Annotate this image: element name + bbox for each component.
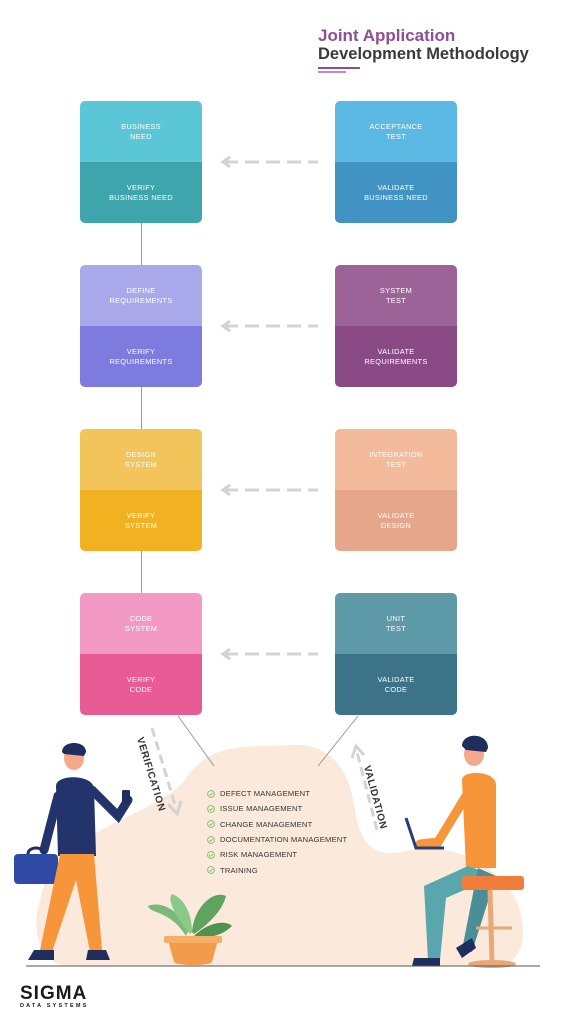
- card-integration-test: INTEGRATION TEST VALIDATE DESIGN: [335, 429, 457, 551]
- checklist-item-label: RISK MANAGEMENT: [220, 850, 298, 860]
- checklist: DEFECT MANAGEMENT ISSUE MANAGEMENT CHANG…: [207, 786, 347, 878]
- checklist-item-label: DEFECT MANAGEMENT: [220, 789, 311, 799]
- title-underline-accent: [318, 71, 346, 73]
- connector-line: [141, 223, 142, 265]
- check-circle-icon: [207, 820, 215, 829]
- checklist-item-label: TRAINING: [220, 865, 258, 875]
- checklist-item-label: DOCUMENTATION MANAGEMENT: [220, 835, 348, 845]
- card-top-label: SYSTEM TEST: [335, 265, 457, 326]
- card-top-label: BUSINESS NEED: [80, 101, 202, 162]
- card-bottom-label: VALIDATE REQUIREMENTS: [335, 326, 457, 387]
- card-bottom-label: VERIFY SYSTEM: [80, 490, 202, 551]
- card-system-test: SYSTEM TEST VALIDATE REQUIREMENTS: [335, 265, 457, 387]
- validation-arrow-head-icon: [350, 743, 366, 759]
- card-bottom-label: VALIDATE CODE: [335, 654, 457, 715]
- check-circle-icon: [207, 866, 215, 874]
- connector-line: [177, 715, 215, 767]
- dashed-arrow-left-icon: [220, 320, 318, 332]
- title-line-1: Joint Application: [318, 26, 456, 45]
- checklist-item-label: CHANGE MANAGEMENT: [220, 819, 313, 829]
- checklist-item: TRAINING: [207, 862, 347, 877]
- check-circle-icon: [207, 850, 215, 859]
- connector-line: [141, 387, 142, 429]
- connector-line: [141, 551, 142, 593]
- checklist-item: ISSUE MANAGEMENT: [207, 801, 347, 816]
- card-top-label: CODE SYSTEM: [80, 593, 202, 654]
- checklist-item-label: ISSUE MANAGEMENT: [220, 804, 303, 814]
- title-line-2: Development Methodology: [318, 45, 529, 63]
- card-top-label: UNIT TEST: [335, 593, 457, 654]
- card-bottom-label: VALIDATE BUSINESS NEED: [335, 162, 457, 223]
- card-top-label: DEFINE REQUIREMENTS: [80, 265, 202, 326]
- card-define-requirements: DEFINE REQUIREMENTS VERIFY REQUIREMENTS: [80, 265, 202, 387]
- sigma-logo-subtitle: DATA SYSTEMS: [20, 1003, 89, 1009]
- card-top-label: ACCEPTANCE TEST: [335, 101, 457, 162]
- card-top-label: INTEGRATION TEST: [335, 429, 457, 490]
- check-circle-icon: [207, 789, 215, 798]
- checklist-item: RISK MANAGEMENT: [207, 847, 347, 862]
- potted-plant: [148, 894, 232, 965]
- check-circle-icon: [207, 835, 215, 844]
- checklist-item: DOCUMENTATION MANAGEMENT: [207, 832, 347, 847]
- card-unit-test: UNIT TEST VALIDATE CODE: [335, 593, 457, 715]
- dashed-arrow-left-icon: [220, 484, 318, 496]
- card-top-label: DESIGN SYSTEM: [80, 429, 202, 490]
- checklist-item: DEFECT MANAGEMENT: [207, 786, 347, 801]
- verification-arrow-head-icon: [166, 800, 183, 817]
- man-with-laptop: [404, 735, 524, 968]
- man-with-briefcase: [14, 743, 133, 960]
- card-bottom-label: VALIDATE DESIGN: [335, 490, 457, 551]
- checklist-item: CHANGE MANAGEMENT: [207, 817, 347, 832]
- card-bottom-label: VERIFY CODE: [80, 654, 202, 715]
- check-circle-icon: [207, 805, 215, 813]
- dashed-arrow-left-icon: [220, 648, 318, 660]
- title-underline: [318, 67, 360, 69]
- card-code-system: CODE SYSTEM VERIFY CODE: [80, 593, 202, 715]
- connector-line: [317, 715, 359, 767]
- card-acceptance-test: ACCEPTANCE TEST VALIDATE BUSINESS NEED: [335, 101, 457, 223]
- sigma-logo: SIGMA: [20, 983, 88, 1004]
- card-bottom-label: VERIFY BUSINESS NEED: [80, 162, 202, 223]
- dashed-arrow-left-icon: [220, 156, 318, 168]
- card-bottom-label: VERIFY REQUIREMENTS: [80, 326, 202, 387]
- illustration-scene: [14, 715, 540, 968]
- card-business-need: BUSINESS NEED VERIFY BUSINESS NEED: [80, 101, 202, 223]
- card-design-system: DESIGN SYSTEM VERIFY SYSTEM: [80, 429, 202, 551]
